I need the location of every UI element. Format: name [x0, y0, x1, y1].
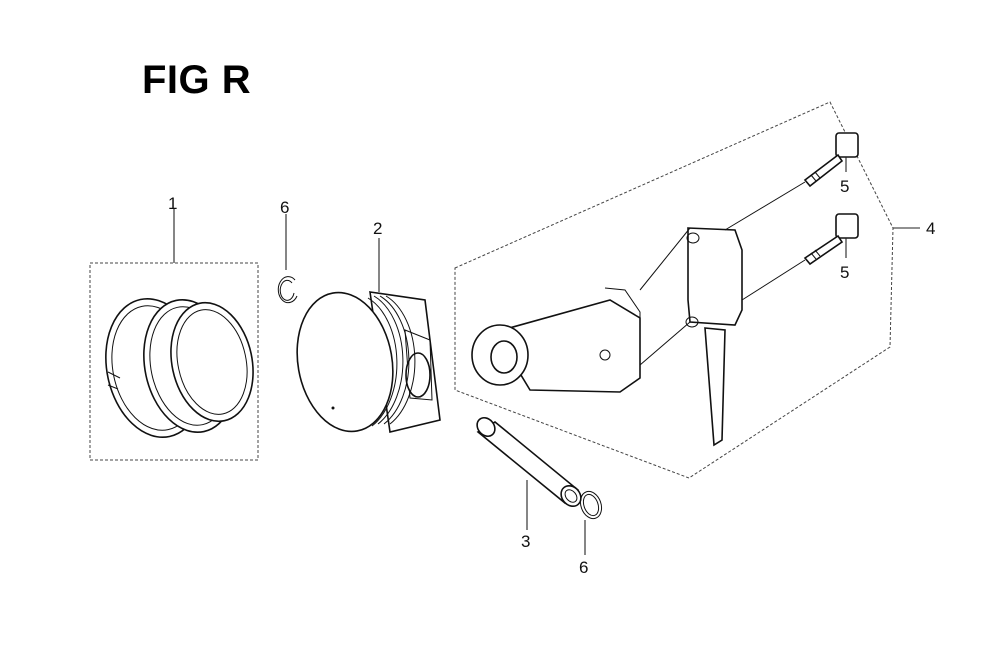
bolt-upper-icon [803, 132, 859, 188]
connecting-rod-icon [471, 227, 743, 447]
piston-pin-clip-icon [277, 276, 298, 304]
piston-icon [296, 291, 441, 433]
bolt-lower-icon [803, 213, 859, 266]
callout-4: 4 [926, 219, 935, 238]
piston-rings-icon [105, 298, 254, 438]
callout-2: 2 [373, 219, 382, 238]
assembly-line-cap-lower [639, 321, 691, 366]
piston-ring-set-group [89, 208, 259, 461]
callout-6-upper: 6 [280, 198, 289, 217]
assembly-line-cap-upper [639, 227, 691, 291]
callout-1: 1 [168, 194, 177, 213]
piston-pin-clip-lower-icon [579, 490, 603, 520]
piston-group [296, 238, 441, 433]
bolts-group [639, 132, 859, 366]
callout-6-lower: 6 [579, 558, 588, 577]
piston-pin-icon [476, 416, 582, 508]
assembly-line-bolt-upper [724, 181, 806, 231]
callout-3: 3 [521, 532, 530, 551]
connecting-rod-group [454, 101, 920, 479]
clip-lower-group [579, 490, 603, 555]
figure-title: FIG R [142, 58, 252, 102]
connecting-rod-box [454, 101, 894, 479]
callout-5-upper: 5 [840, 177, 849, 196]
callout-5-lower: 5 [840, 263, 849, 282]
assembly-line-bolt-lower [741, 259, 806, 301]
piston-pin-group [476, 416, 582, 530]
clip-upper-group [277, 214, 298, 304]
ring-set-box [89, 262, 259, 461]
